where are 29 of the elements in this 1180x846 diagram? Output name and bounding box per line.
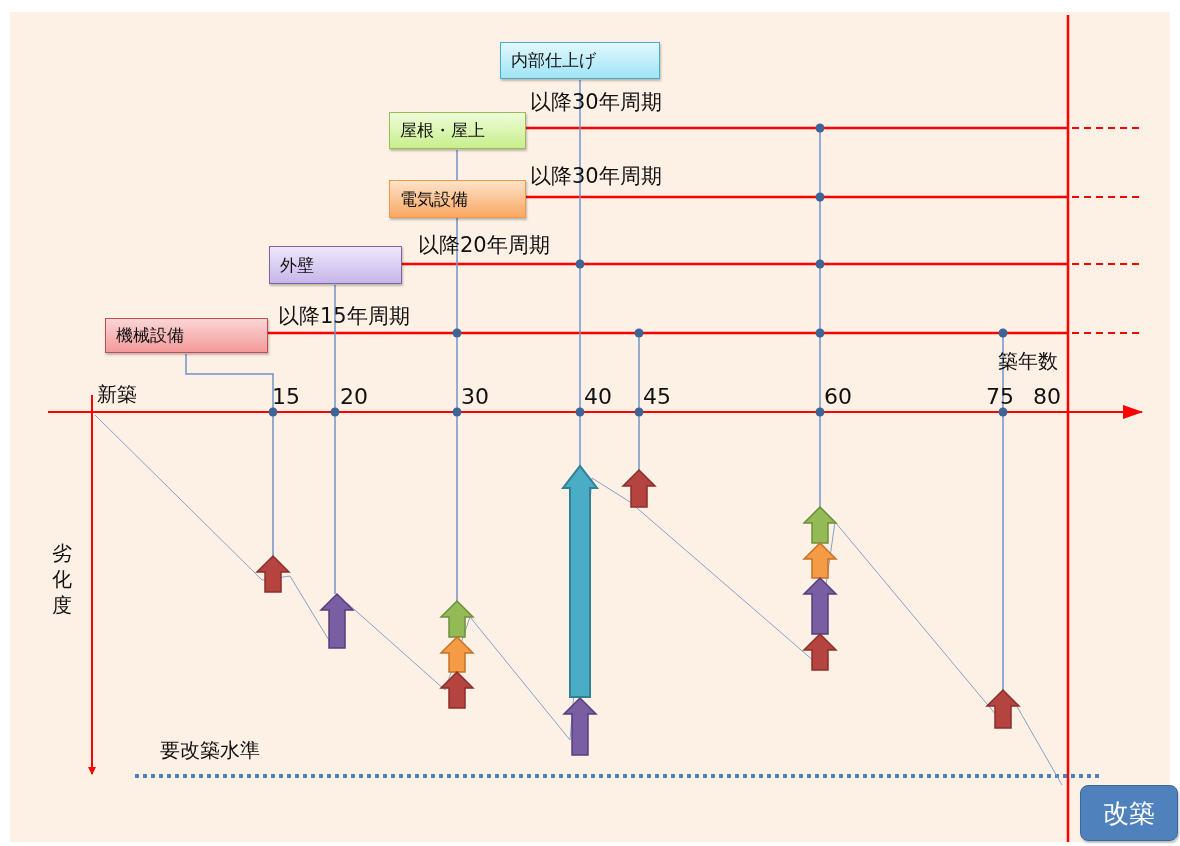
category-box: 内部仕上げ	[500, 42, 660, 79]
year-label: 30	[461, 384, 489, 409]
year-label: 15	[272, 384, 300, 409]
year-label: 60	[824, 384, 852, 409]
year-label: 75	[986, 384, 1014, 409]
leader-line	[185, 353, 274, 557]
category-box: 外壁	[269, 246, 402, 284]
year-label: 45	[643, 384, 671, 409]
cycle-line	[268, 331, 1068, 335]
leader-line	[334, 284, 336, 595]
cycle-line	[526, 195, 1068, 199]
axis-title: 築年数	[998, 348, 1058, 375]
category-box: 電気設備	[389, 180, 526, 218]
cycle-label: 以降30年周期	[530, 89, 662, 116]
cycle-line	[526, 126, 1068, 130]
cycle-label: 以降15年周期	[278, 303, 410, 330]
axis-title: 劣化度	[52, 540, 73, 618]
cycle-label: 以降30年周期	[530, 163, 662, 190]
year-label: 20	[340, 384, 368, 409]
rebuild-box: 改築	[1080, 785, 1178, 841]
cycle-label: 以降20年周期	[418, 232, 550, 259]
year-label: 80	[1033, 384, 1061, 409]
category-box: 屋根・屋上	[389, 112, 526, 149]
year-label: 40	[584, 384, 612, 409]
text-label: 新築	[97, 381, 137, 408]
category-box: 機械設備	[105, 318, 268, 353]
text-label: 要改築水準	[160, 737, 260, 764]
leader-line	[456, 149, 458, 602]
cycle-line	[402, 262, 1068, 266]
